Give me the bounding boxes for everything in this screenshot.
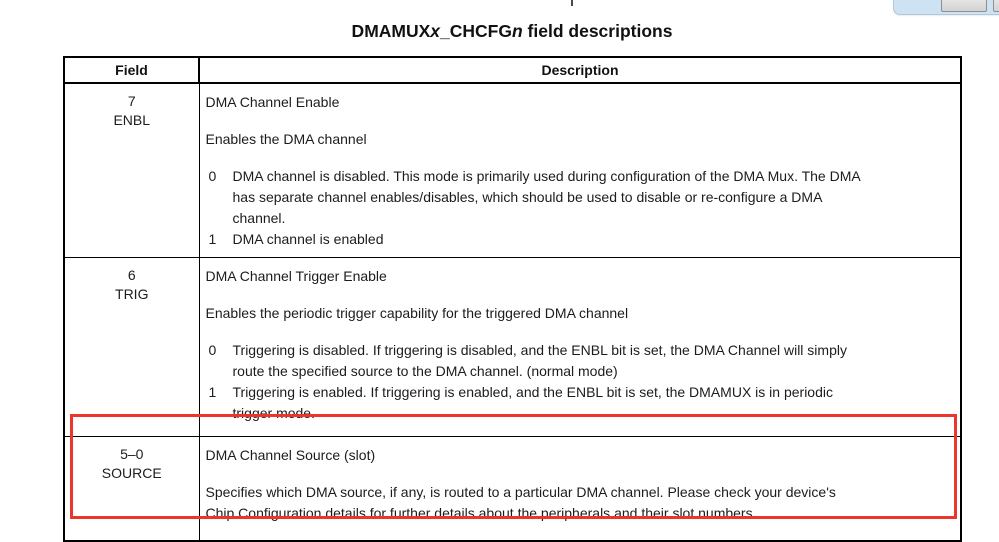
vertical-tick-mark — [571, 0, 573, 6]
description-cell: DMA Channel Trigger Enable Enables the p… — [198, 257, 962, 437]
value-list: 0 DMA channel is disabled. This mode is … — [206, 166, 953, 250]
field-descriptions-table: Field Description 7 ENBL DMA Channel Ena… — [63, 56, 962, 542]
toolbar-button[interactable] — [941, 0, 987, 12]
list-item-value: 0 — [208, 168, 217, 184]
column-header-field: Field — [63, 56, 200, 84]
field-cell: 5–0 SOURCE — [63, 436, 200, 542]
list-item: 0 Triggering is disabled. If triggering … — [206, 340, 953, 382]
list-item-value: 0 — [208, 342, 217, 358]
field-cell: 7 ENBL — [63, 82, 200, 258]
field-cell: 6 TRIG — [63, 257, 200, 437]
title-segment: DMAMUX — [351, 21, 431, 41]
title-segment: field descriptions — [522, 21, 673, 41]
table-row-trig: 6 TRIG DMA Channel Trigger Enable Enable… — [63, 257, 962, 437]
pdf-toolbar-fragment — [893, 0, 999, 15]
description-paragraph: Specifies which DMA source, if any, is r… — [205, 484, 836, 521]
field-bits: 7 — [127, 93, 136, 109]
description-cell: DMA Channel Source (slot) Specifies whic… — [198, 436, 962, 542]
field-bits: 6 — [127, 267, 136, 283]
field-name: ENBL — [113, 112, 151, 128]
list-item-text: DMA channel is enabled — [232, 231, 384, 247]
value-list: 0 Triggering is disabled. If triggering … — [206, 340, 953, 424]
list-item: 1 DMA channel is enabled — [206, 229, 953, 250]
list-item-text: Triggering is disabled. If triggering is… — [232, 342, 847, 379]
list-item-value: 1 — [208, 231, 217, 247]
list-item-text: DMA channel is disabled. This mode is pr… — [232, 168, 861, 226]
description-paragraph: Enables the DMA channel — [205, 131, 367, 147]
toolbar-button-partial[interactable] — [993, 0, 999, 12]
table-row-source: 5–0 SOURCE DMA Channel Source (slot) Spe… — [63, 436, 962, 542]
title-segment-italic: x — [430, 21, 441, 41]
title-segment: _CHCFG — [440, 21, 512, 41]
description-cell: DMA Channel Enable Enables the DMA chann… — [198, 82, 962, 258]
description-paragraph: DMA Channel Source (slot) — [205, 447, 376, 463]
page-title: DMAMUXx_CHCFGn field descriptions — [352, 21, 673, 42]
list-item-text: Triggering is enabled. If triggering is … — [232, 384, 833, 421]
list-item: 1 Triggering is enabled. If triggering i… — [206, 382, 953, 424]
title-segment-italic: n — [511, 21, 523, 41]
description-paragraph: DMA Channel Trigger Enable — [205, 268, 387, 284]
header-row: Field Description — [63, 56, 962, 84]
description-paragraph: DMA Channel Enable — [205, 94, 340, 110]
column-header-description: Description — [198, 56, 962, 84]
field-name: SOURCE — [101, 465, 162, 481]
list-item: 0 DMA channel is disabled. This mode is … — [206, 166, 953, 229]
list-item-value: 1 — [208, 384, 217, 400]
field-name: TRIG — [115, 286, 149, 302]
field-bits: 5–0 — [120, 446, 144, 462]
table-row-enbl: 7 ENBL DMA Channel Enable Enables the DM… — [63, 82, 962, 258]
description-paragraph: Enables the periodic trigger capability … — [205, 305, 629, 321]
